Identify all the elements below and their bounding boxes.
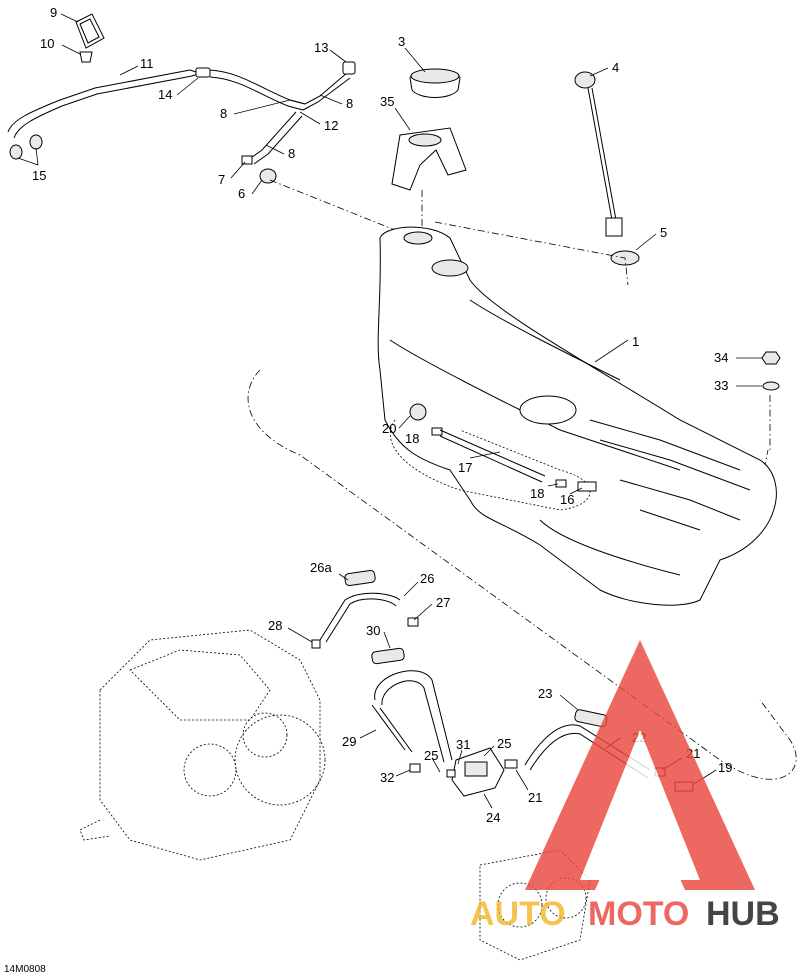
watermark-text-hub: HUB <box>706 895 780 933</box>
callout-30: 30 <box>366 623 380 638</box>
callout-24: 24 <box>486 810 500 825</box>
callout-29: 29 <box>342 734 356 749</box>
callout-13: 13 <box>314 40 328 55</box>
callout-20: 20 <box>382 421 396 436</box>
callout-14: 14 <box>158 87 172 102</box>
callout-31: 31 <box>456 737 470 752</box>
callout-25-a: 25 <box>424 748 438 763</box>
watermark-text-auto: AUTO <box>470 895 566 933</box>
callout-17: 17 <box>458 460 472 475</box>
callout-11: 11 <box>140 56 154 71</box>
callout-33: 33 <box>714 378 728 393</box>
callout-27: 27 <box>436 595 450 610</box>
callout-19: 19 <box>718 760 732 775</box>
callout-32: 32 <box>380 770 394 785</box>
callout-26a: 26a <box>310 560 332 575</box>
callout-6: 6 <box>238 186 245 201</box>
callout-labels: 9 10 11 14 15 13 8 8 12 8 7 6 3 35 4 5 1… <box>32 5 732 825</box>
callout-10: 10 <box>40 36 54 51</box>
callout-7: 7 <box>218 172 225 187</box>
callout-8-b: 8 <box>220 106 227 121</box>
callout-8-c: 8 <box>288 146 295 161</box>
callout-23: 23 <box>538 686 552 701</box>
filler-bracket <box>391 127 467 191</box>
callout-35: 35 <box>380 94 394 109</box>
diagram-code: 14M0808 <box>4 964 46 975</box>
vent-tube-assembly <box>7 13 306 160</box>
fuel-pump <box>446 747 518 797</box>
callout-26: 26 <box>420 571 434 586</box>
callout-18-b: 18 <box>530 486 544 501</box>
fuel-cap <box>409 68 461 98</box>
engine-outline <box>79 629 326 861</box>
watermark-logo: AUTO MOTO HUB <box>470 640 780 933</box>
callout-18-a: 18 <box>405 431 419 446</box>
callout-21-b: 21 <box>528 790 542 805</box>
callout-28: 28 <box>268 618 282 633</box>
callout-3: 3 <box>398 34 405 49</box>
watermark-inner-triangle-icon <box>580 730 700 880</box>
callout-12: 12 <box>324 118 338 133</box>
callout-1: 1 <box>632 334 639 349</box>
fuel-gauge-dipstick <box>574 71 640 266</box>
vent-hose-tee <box>241 61 356 184</box>
callout-16: 16 <box>560 492 574 507</box>
callout-4: 4 <box>612 60 619 75</box>
callout-8-a: 8 <box>346 96 353 111</box>
callout-5: 5 <box>660 225 667 240</box>
callout-34: 34 <box>714 350 728 365</box>
callout-15: 15 <box>32 168 46 183</box>
callout-25-b: 25 <box>497 736 511 751</box>
tank-fittings <box>409 351 781 492</box>
fuel-tank <box>247 226 797 780</box>
callout-9: 9 <box>50 5 57 20</box>
watermark-text-moto: MOTO <box>588 895 689 933</box>
